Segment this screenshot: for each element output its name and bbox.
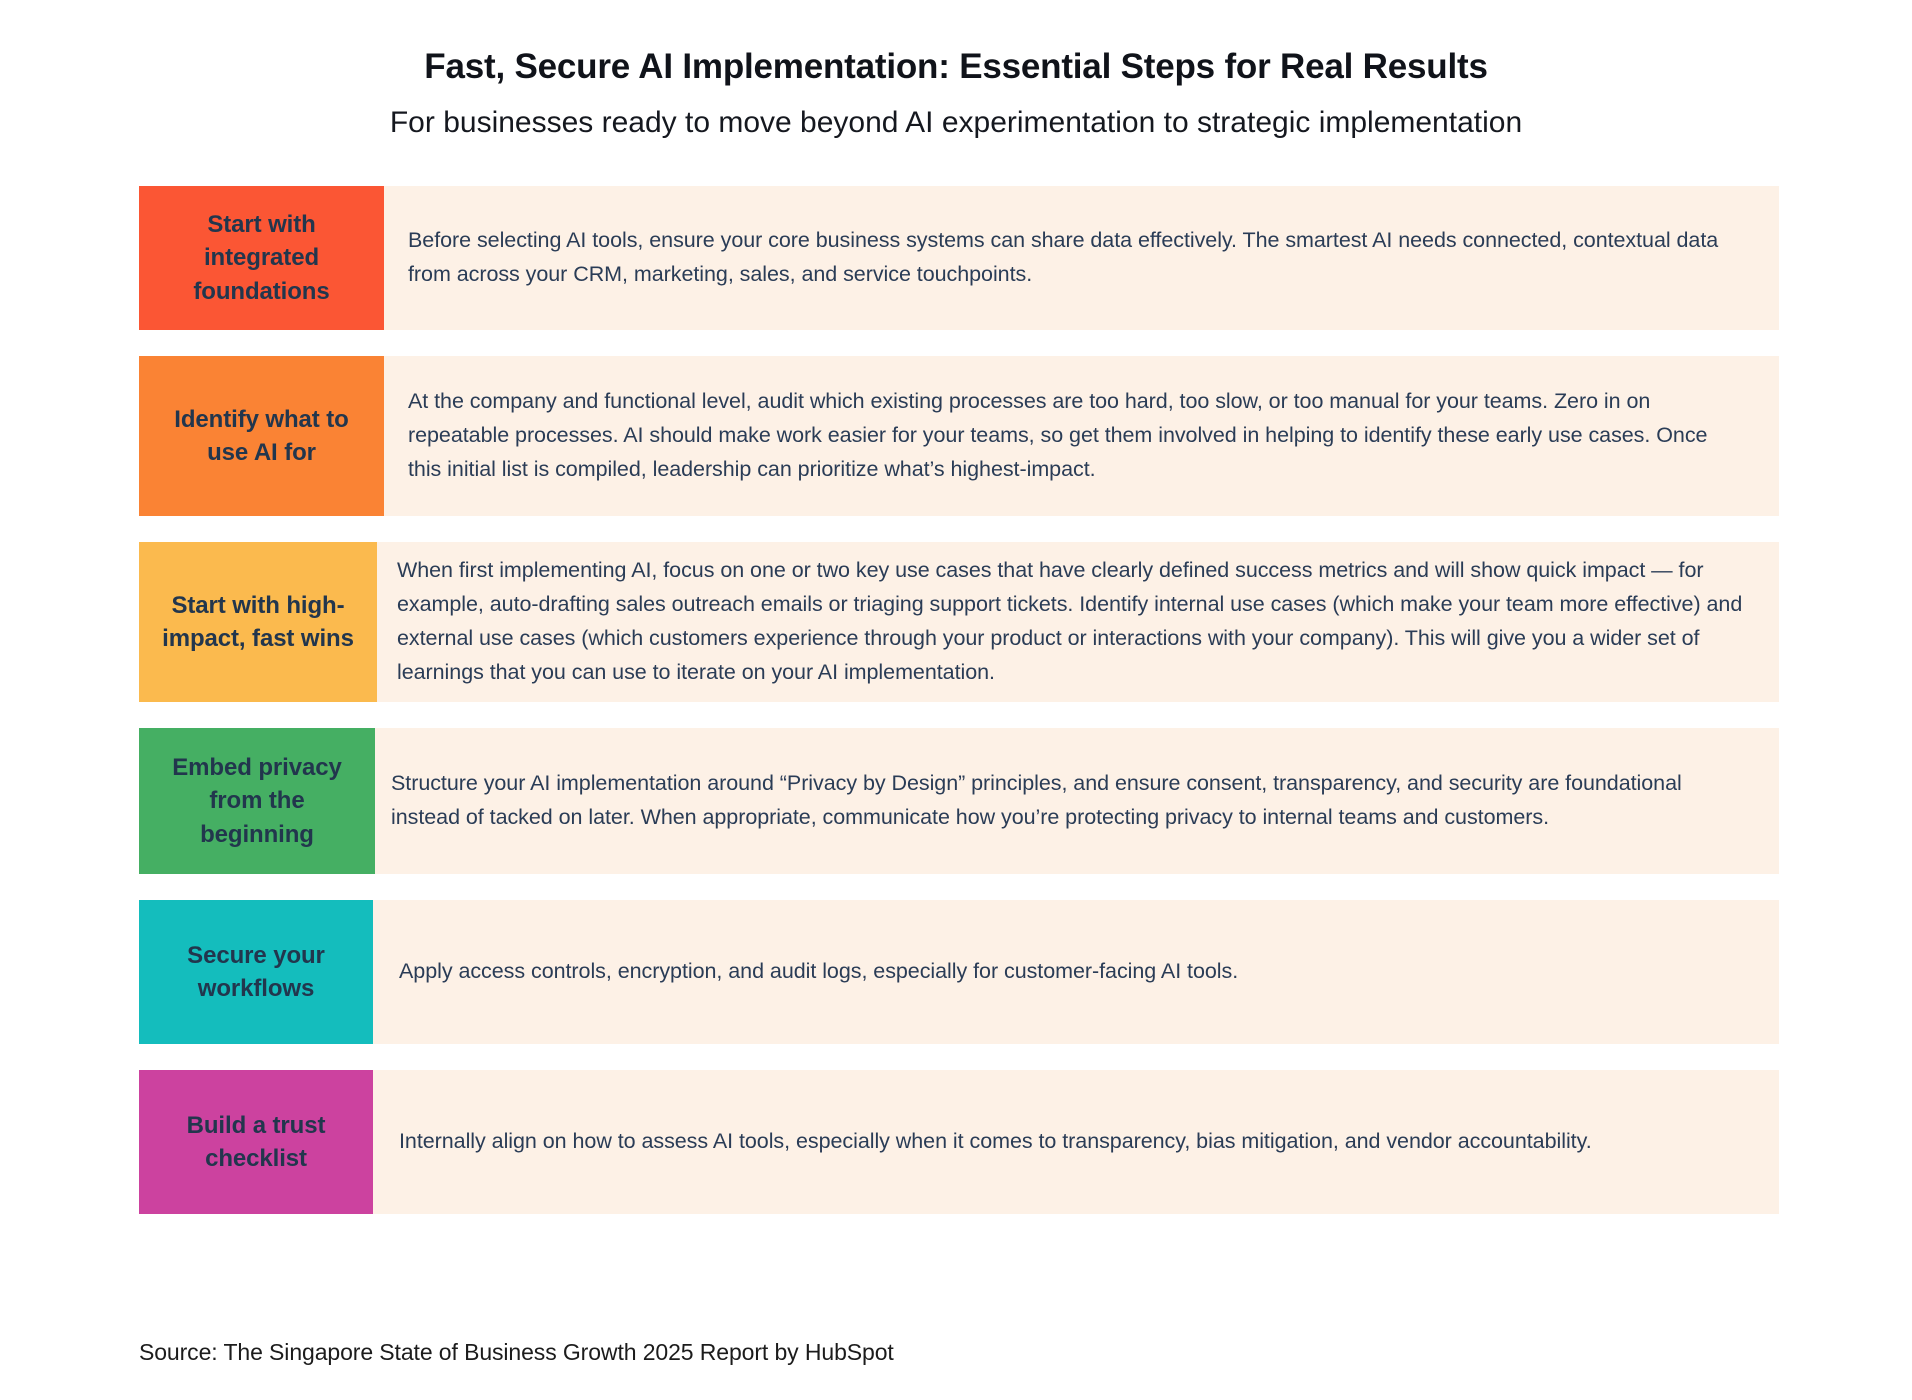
step-row: Build a trust checklist Internally align…: [139, 1070, 1779, 1214]
step-body-text: At the company and functional level, aud…: [408, 389, 1708, 481]
step-label-text: Start with integrated foundations: [193, 211, 330, 305]
step-label-text: Identify what to use AI for: [174, 405, 349, 466]
step-body-block-5: Apply access controls, encryption, and a…: [373, 900, 1779, 1044]
step-body-text: Before selecting AI tools, ensure your c…: [408, 228, 1719, 286]
step-label-text: Build a trust checklist: [186, 1111, 326, 1172]
steps-list: Start with integrated foundations Before…: [139, 186, 1779, 1214]
step-row: Embed privacy from the beginning Structu…: [139, 728, 1779, 874]
step-body-block-3: When first implementing AI, focus on one…: [377, 542, 1779, 702]
step-row: Start with high-impact, fast wins When f…: [139, 542, 1779, 702]
step-body-text: Internally align on how to assess AI too…: [399, 1129, 1592, 1154]
step-body-block-4: Structure your AI implementation around …: [375, 728, 1779, 874]
step-label-block-3: Start with high-impact, fast wins: [139, 542, 377, 702]
step-label-block-1: Start with integrated foundations: [139, 186, 384, 330]
step-body-text: Apply access controls, encryption, and a…: [399, 959, 1239, 984]
step-body-block-1: Before selecting AI tools, ensure your c…: [384, 186, 1779, 330]
step-row: Identify what to use AI for At the compa…: [139, 356, 1779, 516]
step-label-block-2: Identify what to use AI for: [139, 356, 384, 516]
step-label-block-6: Build a trust checklist: [139, 1070, 373, 1214]
step-body-block-2: At the company and functional level, aud…: [384, 356, 1779, 516]
source-caption: Source: The Singapore State of Business …: [139, 1339, 894, 1366]
step-label-block-4: Embed privacy from the beginning: [139, 728, 375, 874]
step-body-text: When first implementing AI, focus on one…: [397, 558, 1743, 684]
step-label-text: Secure your workflows: [187, 941, 325, 1002]
step-label-text: Embed privacy from the beginning: [172, 754, 342, 848]
header: Fast, Secure AI Implementation: Essentia…: [0, 0, 1912, 141]
page-subtitle: For businesses ready to move beyond AI e…: [389, 106, 1523, 140]
step-row: Secure your workflows Apply access contr…: [139, 900, 1779, 1044]
step-label-text: Start with high-impact, fast wins: [162, 591, 354, 652]
step-row: Start with integrated foundations Before…: [139, 186, 1779, 330]
step-body-text: Structure your AI implementation around …: [391, 771, 1682, 829]
page-title: Fast, Secure AI Implementation: Essentia…: [424, 47, 1488, 86]
step-body-block-6: Internally align on how to assess AI too…: [373, 1070, 1779, 1214]
step-label-block-5: Secure your workflows: [139, 900, 373, 1044]
